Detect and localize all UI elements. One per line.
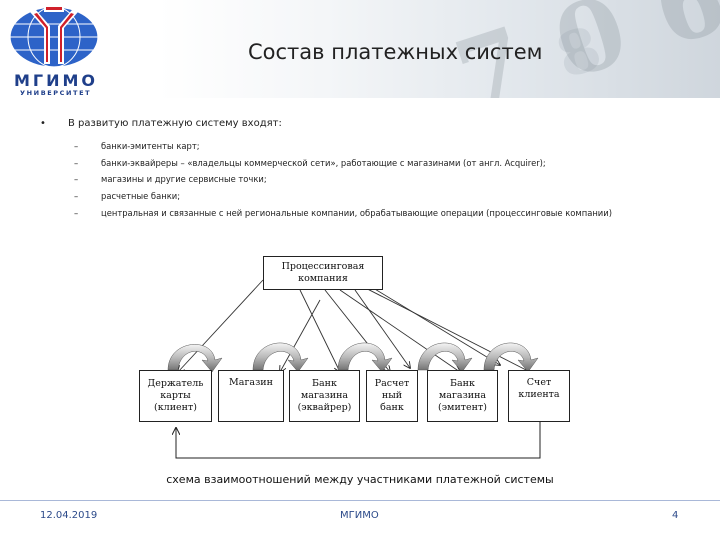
- list-item-text: магазины и другие сервисные точки;: [101, 174, 267, 184]
- box-settlement-bank: Расчет ный банк: [366, 370, 418, 422]
- box-client-account: Счет клиента: [508, 370, 570, 422]
- list-item-text: банки-эмитенты карт;: [101, 141, 200, 151]
- footer-date: 12.04.2019: [40, 510, 98, 521]
- page-number: 4: [672, 510, 679, 521]
- mgimo-logo-emblem: [9, 6, 99, 68]
- footer-divider: [0, 500, 720, 501]
- logo-subtitle: УНИВЕРСИТЕТ: [20, 89, 92, 97]
- box-acquirer-bank: Банк магазина (эквайрер): [289, 370, 360, 422]
- list-item-text: центральная и связанные с ней региональн…: [101, 208, 612, 218]
- intro-text: В развитую платежную систему входят:: [68, 118, 282, 129]
- list-item-text: банки-эквайреры – «владельцы коммерческо…: [101, 158, 546, 168]
- footer-center: МГИМО: [340, 510, 379, 521]
- diagram-caption: схема взаимоотношений между участниками …: [166, 473, 554, 486]
- flow-arrows: [167, 342, 539, 373]
- bullet-dot: •: [40, 118, 46, 129]
- list-item-text: расчетные банки;: [101, 191, 181, 201]
- return-loop: [176, 420, 541, 459]
- box-processing-company: Процессинговая компания: [263, 256, 383, 290]
- logo-name: МГИМО: [14, 71, 99, 90]
- header-background: 8 7 0 6: [0, 0, 720, 98]
- box-cardholder: Держатель карты (клиент): [139, 370, 212, 422]
- box-issuer-bank: Банк магазина (эмитент): [427, 370, 498, 422]
- box-store: Магазин: [218, 370, 284, 422]
- slide-title: Состав платежных систем: [248, 40, 543, 64]
